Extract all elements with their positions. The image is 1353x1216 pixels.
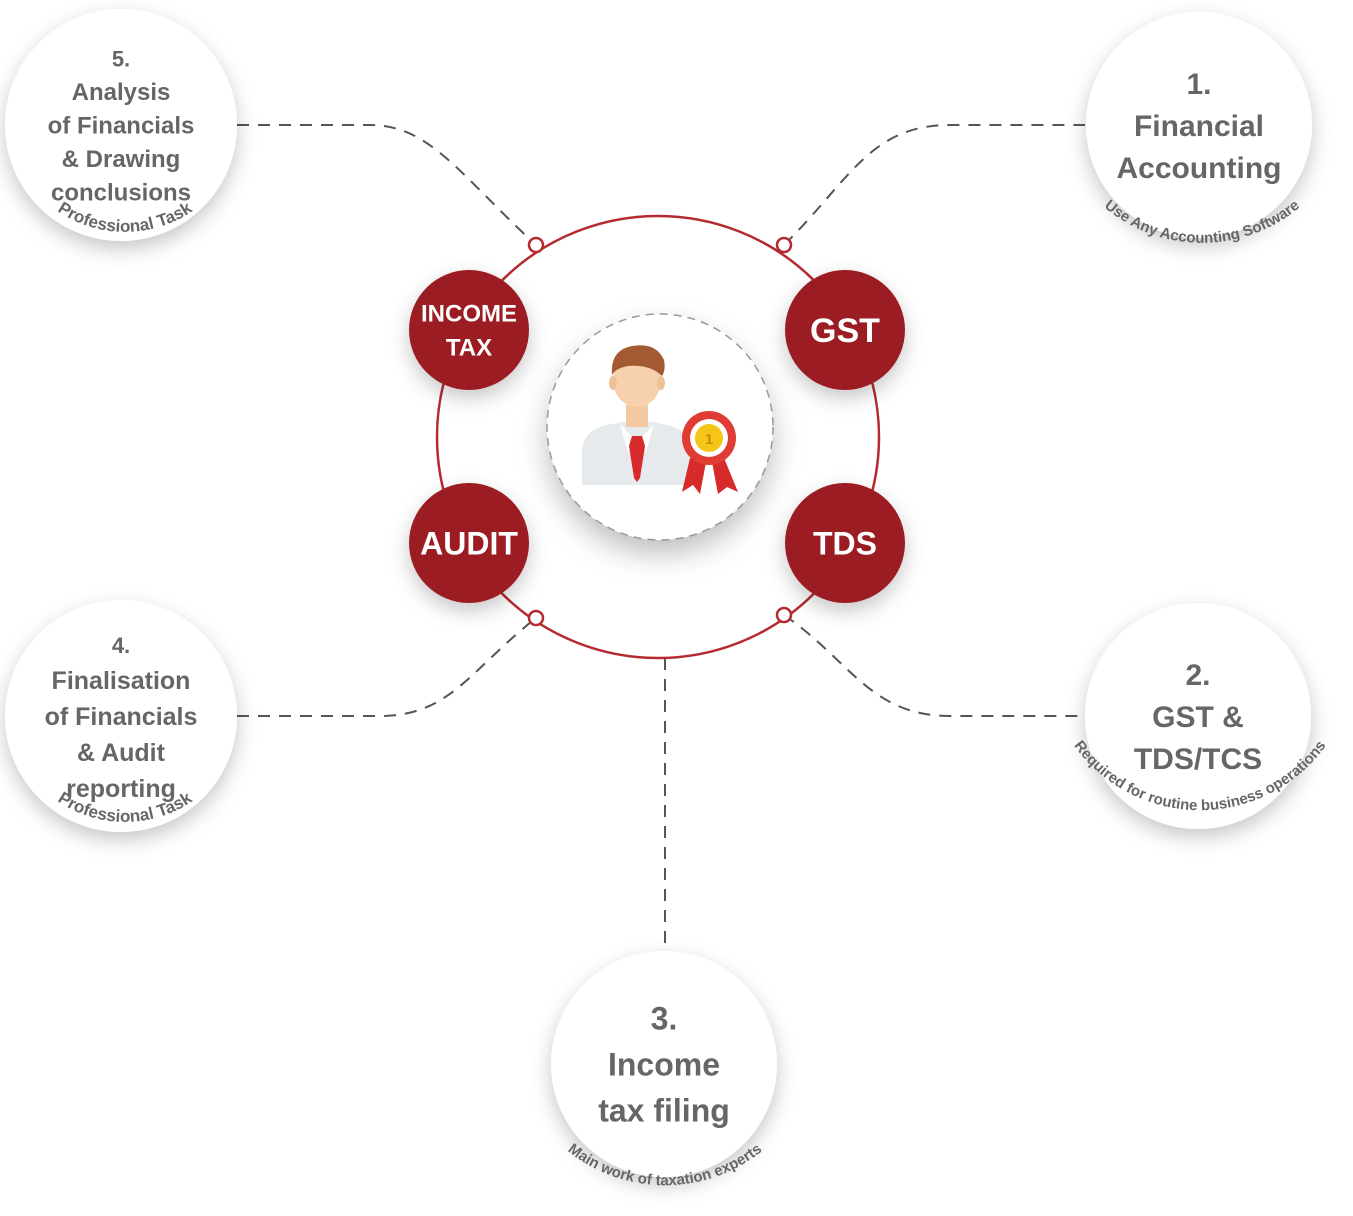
node-circle <box>5 9 237 241</box>
center-circle: 1 <box>546 313 774 541</box>
badge-income-tax: INCOME TAX <box>409 270 529 390</box>
ring-dot <box>527 236 545 254</box>
node-number: 1. <box>1186 68 1211 101</box>
ring-dots <box>527 236 793 627</box>
connector-gst-tds <box>783 614 1085 717</box>
node-title-line: tax filing <box>598 1093 730 1129</box>
node-number: 4. <box>112 633 130 658</box>
node-title-line: Accounting <box>1117 152 1282 185</box>
svg-text:1: 1 <box>705 431 713 448</box>
main-ring <box>435 214 881 660</box>
badges: INCOME TAX GST AUDIT TDS <box>409 270 905 603</box>
node-title-line: GST & <box>1152 701 1244 734</box>
badge-label: TDS <box>813 526 877 562</box>
node-title-line: of Financials <box>48 113 195 140</box>
node-title-line: Analysis <box>72 79 171 106</box>
node-title-line: reporting <box>66 775 176 803</box>
badge-label: GST <box>810 312 880 350</box>
professional-award-icon: 1 <box>582 345 738 494</box>
badge-circle <box>409 270 529 390</box>
connector-financial-accounting <box>783 124 1085 246</box>
node-title-line: & Audit <box>77 739 166 767</box>
node-circle <box>1086 12 1312 238</box>
ring-dot <box>775 236 793 254</box>
node-title-line: & Drawing <box>62 146 181 173</box>
node-finalisation: 4. Finalisation of Financials & Audit report… <box>5 600 237 832</box>
ring-dot <box>775 606 793 624</box>
node-title-line: Finalisation <box>52 667 191 695</box>
node-title-line: conclusions <box>51 180 191 207</box>
badge-label: TAX <box>446 335 492 362</box>
badge-circle <box>409 483 529 603</box>
node-title-line: Financial <box>1134 110 1264 143</box>
badge-label: AUDIT <box>420 526 518 562</box>
node-circle <box>551 951 777 1177</box>
node-title-line: of Financials <box>45 703 198 731</box>
connectors <box>237 124 1085 955</box>
node-circle <box>1085 603 1311 829</box>
node-number: 5. <box>112 47 130 72</box>
node-title-line: TDS/TCS <box>1134 743 1262 776</box>
badge-label: INCOME <box>421 301 517 328</box>
node-number: 3. <box>651 1001 678 1037</box>
ring-dot <box>527 609 545 627</box>
node-number: 2. <box>1185 659 1210 692</box>
badge-audit: AUDIT <box>409 483 529 603</box>
node-analysis: 5. Analysis of Financials & Drawing conclusi… <box>5 9 237 241</box>
node-circle <box>5 600 237 832</box>
connector-finalisation <box>237 617 537 717</box>
badge-circle <box>785 270 905 390</box>
connector-analysis <box>237 124 537 246</box>
node-title-line: Income <box>608 1047 720 1083</box>
badge-tds: TDS <box>785 483 905 603</box>
badge-gst: GST <box>785 270 905 390</box>
badge-circle <box>785 483 905 603</box>
